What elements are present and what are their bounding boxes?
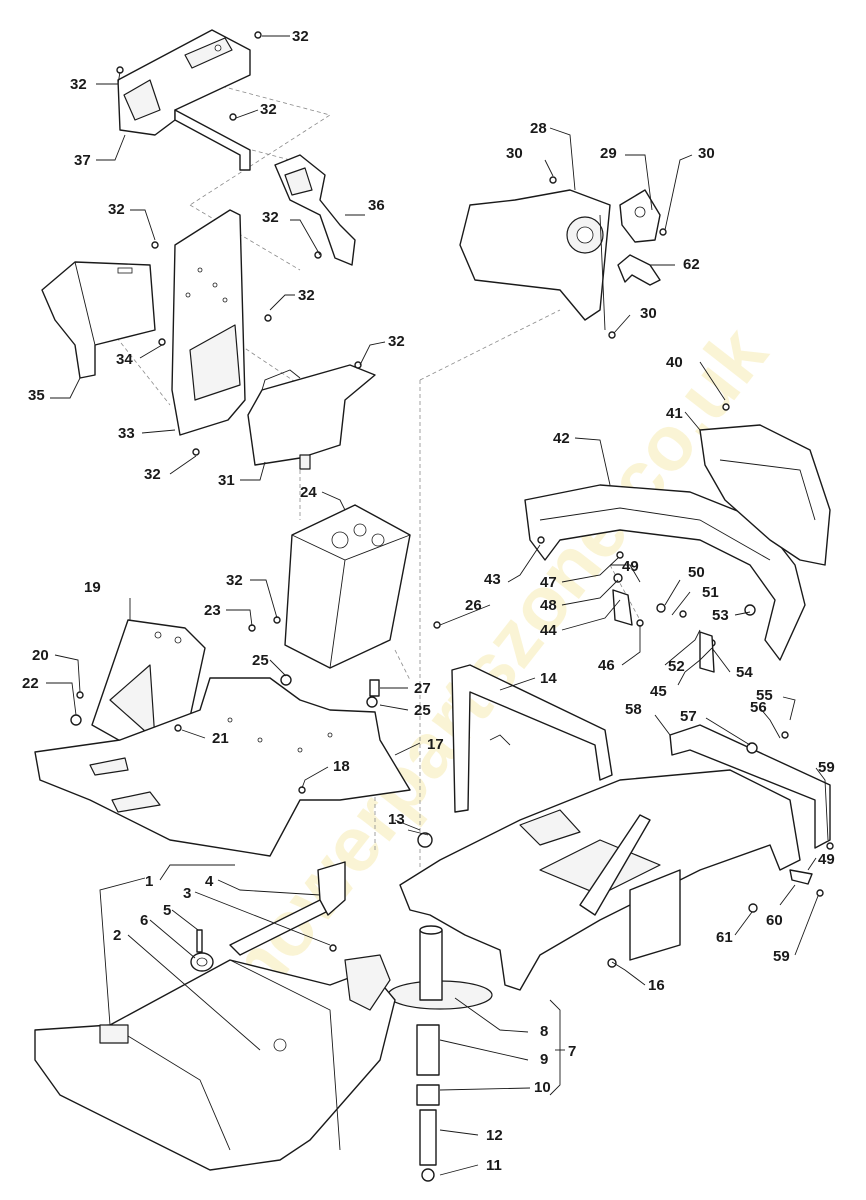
- part-29-clamp: [619, 189, 661, 243]
- callout-32[interactable]: 32: [144, 466, 161, 483]
- callout-14[interactable]: 14: [540, 670, 557, 687]
- part-6-bushing: [190, 952, 214, 972]
- callout-4[interactable]: 4: [205, 873, 214, 890]
- callout-47[interactable]: 47: [540, 574, 557, 591]
- callout-54[interactable]: 54: [736, 664, 753, 681]
- callout-62[interactable]: 62: [683, 256, 700, 273]
- callout-5[interactable]: 5: [163, 902, 171, 919]
- part-36-bracket: [274, 154, 356, 266]
- callout-23[interactable]: 23: [204, 602, 221, 619]
- callout-32[interactable]: 32: [108, 201, 125, 218]
- callout-1[interactable]: 1: [145, 873, 153, 890]
- callout-46[interactable]: 46: [598, 657, 615, 674]
- callout-52[interactable]: 52: [668, 658, 685, 675]
- callout-25[interactable]: 25: [414, 702, 431, 719]
- callout-32[interactable]: 32: [70, 76, 87, 93]
- callout-26[interactable]: 26: [465, 597, 482, 614]
- part-5-pin: [196, 929, 203, 953]
- callout-18[interactable]: 18: [333, 758, 350, 775]
- callout-24[interactable]: 24: [300, 484, 317, 501]
- callout-11[interactable]: 11: [486, 1157, 502, 1174]
- callout-6[interactable]: 6: [140, 912, 148, 929]
- callout-32[interactable]: 32: [298, 287, 315, 304]
- callout-58[interactable]: 58: [625, 701, 642, 718]
- callout-50[interactable]: 50: [688, 564, 705, 581]
- callout-40[interactable]: 40: [666, 354, 683, 371]
- fasteners: [70, 31, 834, 968]
- callout-25[interactable]: 25: [252, 652, 269, 669]
- callout-9[interactable]: 9: [540, 1051, 548, 1068]
- part-37-upper-bracket: [117, 29, 251, 171]
- callout-35[interactable]: 35: [28, 387, 45, 404]
- callout-32[interactable]: 32: [260, 101, 277, 118]
- callout-45[interactable]: 45: [650, 683, 667, 700]
- callout-30[interactable]: 30: [698, 145, 715, 162]
- part-35-side-panel: [41, 261, 156, 379]
- callout-51[interactable]: 51: [702, 584, 719, 601]
- callout-57[interactable]: 57: [680, 708, 697, 725]
- callout-59[interactable]: 59: [773, 948, 790, 965]
- callout-44[interactable]: 44: [540, 622, 557, 639]
- part-17-floor-plate: [34, 677, 411, 857]
- callout-30[interactable]: 30: [506, 145, 523, 162]
- callout-33[interactable]: 33: [118, 425, 135, 442]
- callout-2[interactable]: 2: [113, 927, 121, 944]
- part-58-rear-crossmember: [669, 724, 831, 849]
- callout-32[interactable]: 32: [388, 333, 405, 350]
- part-7-pivot-assembly: [387, 925, 493, 1182]
- callout-48[interactable]: 48: [540, 597, 557, 614]
- callout-36[interactable]: 36: [368, 197, 385, 214]
- callout-3[interactable]: 3: [183, 885, 191, 902]
- callout-13[interactable]: 13: [388, 811, 405, 828]
- callout-60[interactable]: 60: [766, 912, 783, 929]
- part-62-clip: [617, 254, 661, 286]
- part-41-seat-back-panel: [699, 424, 831, 566]
- callout-37[interactable]: 37: [74, 152, 91, 169]
- part-42-rear-fender: [524, 484, 806, 661]
- callout-16[interactable]: 16: [648, 977, 665, 994]
- callout-34[interactable]: 34: [116, 351, 133, 368]
- part-1-front-frame: [34, 954, 396, 1171]
- part-4-shaft: [229, 861, 346, 956]
- callout-8[interactable]: 8: [540, 1023, 548, 1040]
- callout-29[interactable]: 29: [600, 145, 617, 162]
- callout-31[interactable]: 31: [218, 472, 235, 489]
- callout-49[interactable]: 49: [622, 558, 639, 575]
- callout-59[interactable]: 59: [818, 759, 835, 776]
- callout-43[interactable]: 43: [484, 571, 501, 588]
- part-14-arch: [451, 664, 613, 813]
- callout-7[interactable]: 7: [568, 1043, 576, 1060]
- assembly-guide-lines: [94, 71, 641, 870]
- callout-30[interactable]: 30: [640, 305, 657, 322]
- callout-12[interactable]: 12: [486, 1127, 503, 1144]
- part-33-tall-panel: [171, 209, 246, 436]
- callout-32[interactable]: 32: [262, 209, 279, 226]
- callout-41[interactable]: 41: [666, 405, 683, 422]
- callout-labels: 32 32 32 37 28 30 29 30 36 32 32 62 32 3…: [22, 28, 835, 1174]
- callout-53[interactable]: 53: [712, 607, 729, 624]
- callout-22[interactable]: 22: [22, 675, 39, 692]
- callout-21[interactable]: 21: [212, 730, 229, 747]
- callout-19[interactable]: 19: [84, 579, 101, 596]
- callout-32[interactable]: 32: [292, 28, 309, 45]
- callout-27[interactable]: 27: [414, 680, 431, 697]
- callout-55[interactable]: 55: [756, 687, 773, 704]
- part-24-battery-box: [284, 504, 411, 669]
- callout-20[interactable]: 20: [32, 647, 49, 664]
- callout-42[interactable]: 42: [553, 430, 570, 447]
- part-31-cowl: [247, 364, 376, 470]
- callout-49[interactable]: 49: [818, 851, 835, 868]
- callout-61[interactable]: 61: [716, 929, 733, 946]
- callout-56[interactable]: 56: [750, 699, 767, 716]
- callout-10[interactable]: 10: [534, 1079, 551, 1096]
- callout-28[interactable]: 28: [530, 120, 547, 137]
- callout-32[interactable]: 32: [226, 572, 243, 589]
- callout-17[interactable]: 17: [427, 736, 444, 753]
- part-28-rear-cover: [459, 189, 611, 331]
- leader-lines: [46, 35, 829, 1176]
- main-chassis: [399, 769, 801, 991]
